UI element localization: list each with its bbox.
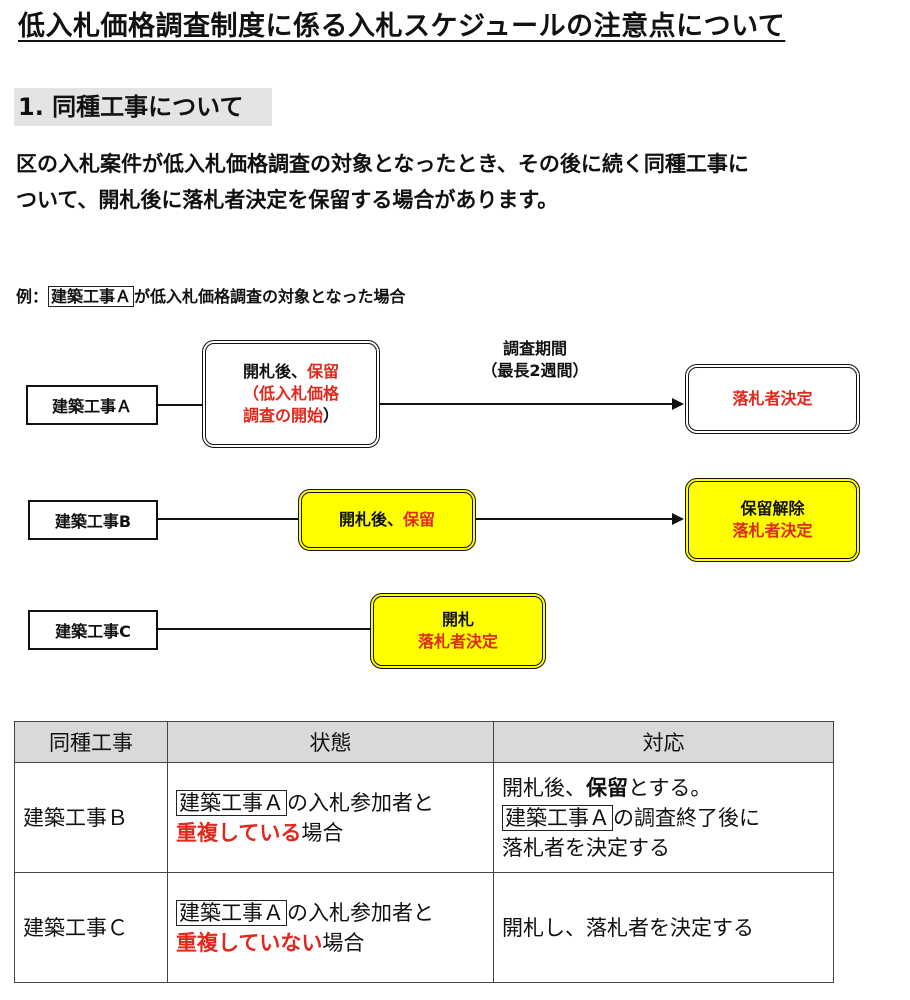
row-a-hold-red: 保留 — [307, 362, 340, 381]
row-b-result-line2: 落札者決定 — [732, 521, 813, 540]
row-b-state-end: 場合 — [301, 820, 344, 845]
row-a-hold-line3-red: 調査の開始 — [242, 406, 323, 425]
row-b-arrowhead-icon — [672, 513, 684, 525]
row-b-hold-box: 開札後、保留 — [298, 489, 476, 551]
row-c-state-boxed: 建築工事Ａ — [176, 899, 287, 926]
section-heading: 1. 同種工事について — [14, 88, 272, 126]
row-a-label: 建築工事Ａ — [26, 385, 158, 425]
example-boxed-term: 建築工事Ａ — [48, 286, 135, 307]
example-suffix: が低入札価格調査の対象となった場合 — [134, 287, 406, 306]
row-c-response: 開札し、落札者を決定する — [493, 872, 834, 983]
row-b-resp-boxed: 建築工事Ａ — [502, 804, 613, 831]
row-c-box-line2: 落札者決定 — [417, 632, 498, 651]
header-project: 同種工事 — [14, 721, 168, 763]
row-b-name: 建築工事Ｂ — [14, 762, 168, 873]
row-b-arrow-line — [476, 518, 674, 520]
row-a-connector — [158, 404, 202, 406]
row-b-state-boxed: 建築工事Ａ — [176, 789, 287, 816]
row-a-arrow-line — [380, 403, 674, 405]
row-b-resp-b: とする。 — [628, 775, 712, 800]
row-c-box-line1: 開札 — [441, 610, 474, 629]
row-a-result-box: 落札者決定 — [685, 364, 860, 434]
example-prefix: 例： — [16, 287, 49, 306]
row-b-connector — [158, 518, 298, 520]
row-b-state-text: の入札参加者と — [287, 790, 434, 815]
row-b-hold-red: 保留 — [403, 510, 436, 529]
row-a-hold-text: 開札後、 — [242, 362, 307, 381]
row-a-arrowhead-icon — [672, 398, 684, 410]
row-b-resp-line2: の調査終了後に — [613, 805, 760, 830]
row-b-state-red: 重複している — [176, 820, 302, 845]
intro-line-1: 区の入札案件が低入札価格調査の対象となったとき、その後に続く同種工事に — [16, 152, 749, 176]
row-b-result-line1: 保留解除 — [740, 499, 805, 518]
intro-line-2: ついて、開札後に落札者決定を保留する場合があります。 — [16, 188, 559, 212]
row-c-name: 建築工事Ｃ — [14, 872, 168, 983]
row-c-connector — [158, 628, 370, 630]
row-b-label: 建築工事B — [28, 500, 158, 540]
row-b-resp-line3: 落札者を決定する — [502, 835, 670, 860]
investigation-period-label: 調査期間 （最長2週間） — [460, 338, 610, 382]
page-title: 低入札価格調査制度に係る入札スケジュールの注意点について — [18, 11, 786, 42]
header-response: 対応 — [493, 721, 834, 763]
row-a-hold-box: 開札後、保留 （低入札価格 調査の開始） — [202, 340, 380, 448]
row-c-state-red: 重複していない — [176, 930, 323, 955]
header-state: 状態 — [167, 721, 494, 763]
period-duration: （最長2週間） — [481, 361, 589, 380]
row-c-label: 建築工事C — [28, 610, 158, 650]
row-b-resp-a: 開札後、 — [502, 775, 586, 800]
row-c-state-text: の入札参加者と — [287, 900, 434, 925]
period-title: 調査期間 — [502, 339, 567, 358]
row-a-hold-line3: ） — [323, 406, 340, 425]
row-b-resp-bold: 保留 — [586, 775, 628, 800]
row-b-hold-text: 開札後、 — [338, 510, 403, 529]
row-b-result-box: 保留解除 落札者決定 — [685, 478, 860, 562]
row-c-box: 開札 落札者決定 — [370, 593, 546, 669]
row-c-state-end: 場合 — [322, 930, 365, 955]
row-a-hold-line2: （低入札価格 — [242, 384, 339, 403]
